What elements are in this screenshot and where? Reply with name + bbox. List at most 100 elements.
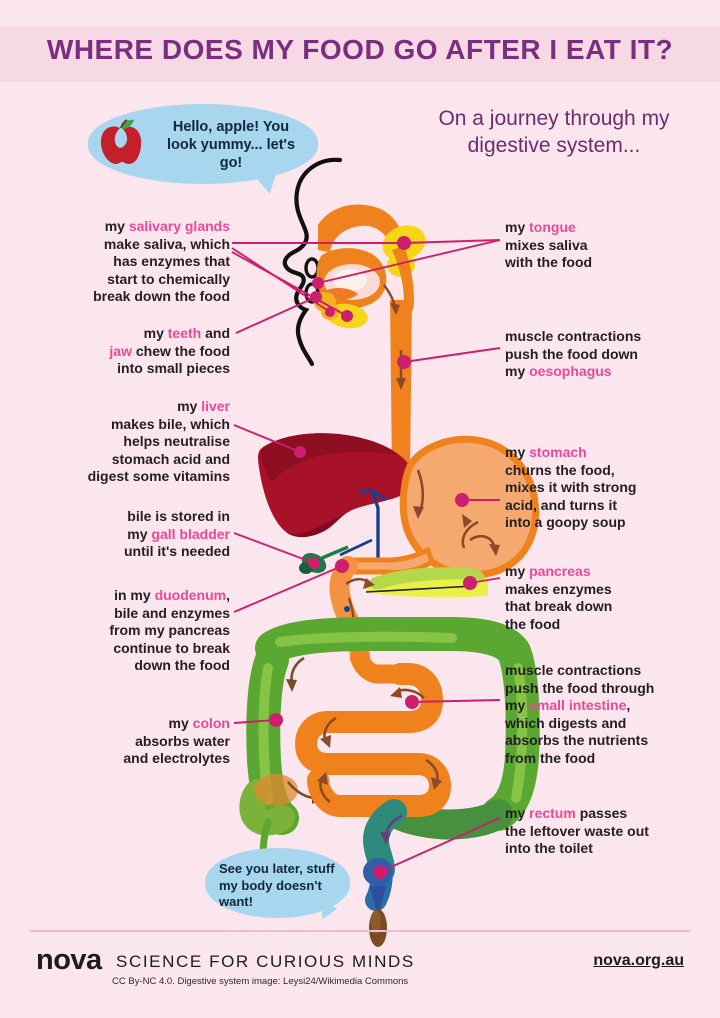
callout-text: my	[143, 325, 168, 341]
organ-name: duodenum	[154, 587, 227, 603]
callout-line: has enzymes that	[14, 253, 230, 271]
callout-line: into the toilet	[505, 840, 710, 858]
callout-text: ,	[626, 697, 631, 713]
organ-name: colon	[192, 715, 230, 731]
organ-name: tongue	[529, 219, 576, 235]
liver	[258, 433, 415, 538]
callout-line: the leftover waste out	[505, 823, 710, 841]
callout-text: into a goopy soup	[505, 514, 626, 530]
callout-line: into a goopy soup	[505, 514, 710, 532]
callout-line: with the food	[505, 254, 710, 272]
callout-text: bile and enzymes	[114, 604, 230, 621]
callout-text: helps neutralise	[123, 433, 230, 449]
callout-line: my tongue	[505, 219, 710, 237]
callout-text: stomach acid and	[111, 450, 230, 467]
bile-ducts	[339, 488, 387, 572]
organ-name: oesophagus	[529, 363, 612, 379]
pancreas	[363, 567, 488, 598]
mouth-cavity	[316, 204, 412, 309]
callout-line: the food	[505, 616, 710, 634]
callout-line: my teeth and	[34, 325, 230, 343]
callout-text: and	[201, 325, 230, 341]
callout-text: break down the food	[93, 288, 230, 304]
callout-line: start to chemically	[14, 271, 230, 289]
callout-line: bile is stored in	[44, 508, 230, 526]
organ-name: gall bladder	[151, 525, 230, 542]
callout-text: passes	[575, 805, 628, 821]
callout-line: muscle contractions	[505, 328, 710, 346]
speech-bubble-apple-text: Hello, apple! You look yummy... let's go…	[166, 119, 296, 171]
footer-url-link[interactable]: nova.org.au	[593, 952, 684, 969]
callout-text: my	[505, 563, 530, 579]
callout-line: into small pieces	[34, 360, 230, 378]
apple-icon	[100, 119, 142, 164]
callout-line: from my pancreas	[34, 622, 230, 640]
callout-line: digest some vitamins	[14, 468, 230, 486]
callout-text: my	[505, 219, 530, 235]
callout-line: absorbs the nutrients	[505, 732, 710, 750]
callout-text: my	[104, 218, 129, 234]
organ-name: rectum	[529, 805, 576, 821]
speech-bubble-goodbye: See you later, stuff my body doesn't wan…	[205, 848, 350, 924]
callout-line: that break down	[505, 598, 710, 616]
callout-line: continue to break	[34, 640, 230, 658]
callout-text: from my pancreas	[109, 622, 230, 638]
callout-line: makes bile, which	[14, 416, 230, 434]
callout-text: digest some vitamins	[87, 468, 230, 484]
callout-text: from the food	[505, 749, 596, 766]
callout-line: down the food	[34, 657, 230, 675]
speech-bubble-goodbye-text: See you later, stuff my body doesn't wan…	[219, 861, 335, 909]
callout-line: helps neutralise	[14, 433, 230, 451]
callout-text: in my	[114, 587, 155, 603]
callout-text: the leftover waste out	[505, 822, 649, 839]
callout-text: churns the food,	[505, 461, 615, 478]
callout-text: with the food	[505, 254, 593, 270]
callout-text: absorbs water	[135, 732, 230, 749]
callout-text: acid, and turns it	[505, 496, 618, 513]
callout-line: make saliva, which	[14, 236, 230, 254]
callout-line: and electrolytes	[54, 750, 230, 768]
subtitle: On a journey through my digestive system…	[438, 107, 670, 157]
callout-text: makes enzymes	[505, 580, 612, 597]
stool-icon	[369, 909, 387, 947]
callout-text: my	[505, 805, 530, 821]
callout-line: my colon	[54, 715, 230, 733]
callout-text: my	[168, 715, 193, 731]
callout-line: break down the food	[14, 288, 230, 306]
callout-line: push the food down	[505, 346, 710, 364]
pointer-lines	[231, 239, 501, 873]
page-title: WHERE DOES MY FOOD GO AFTER I EAT IT?	[46, 34, 674, 65]
organ-name: stomach	[529, 444, 587, 460]
callout-line: my liver	[14, 398, 230, 416]
callout-text: has enzymes that	[113, 253, 230, 269]
callout-line: my gall bladder	[44, 526, 230, 544]
callout-text: into small pieces	[117, 360, 230, 376]
footer-divider	[30, 930, 690, 932]
callout-line: makes enzymes	[505, 581, 710, 599]
organ-name: salivary glands	[128, 218, 230, 234]
callout-text: my	[505, 363, 530, 379]
organ-name: pancreas	[529, 563, 591, 579]
header-band	[0, 26, 720, 82]
small-intestine-arrows	[317, 687, 442, 804]
callout-text: ,	[226, 587, 230, 603]
callout-text: muscle contractions	[505, 662, 642, 678]
callout-text: until it's needed	[123, 543, 230, 559]
callout-line: my small intestine,	[505, 697, 710, 715]
callout-line: bile and enzymes	[34, 605, 230, 623]
nova-logo: nova	[36, 944, 102, 976]
callout-text: my	[127, 525, 152, 542]
organ-name: jaw	[109, 342, 132, 359]
callout-text: bile is stored in	[127, 508, 230, 524]
callout-text: mixes saliva	[505, 236, 588, 253]
callout-text: push the food through	[505, 679, 655, 696]
callout-text: absorbs the nutrients	[505, 732, 649, 748]
